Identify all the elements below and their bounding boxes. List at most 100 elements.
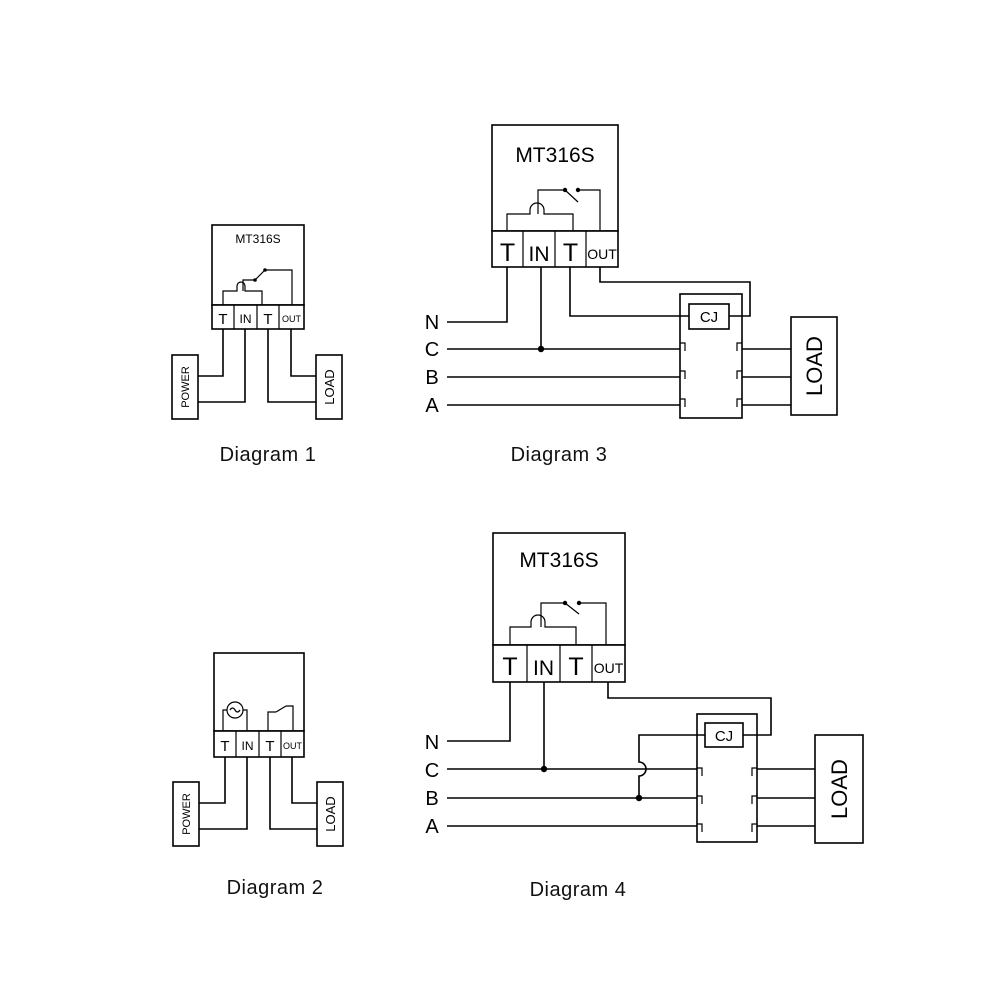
d4-internal-sensor-loop [509, 614, 577, 645]
d3-junction-dot [537, 345, 545, 353]
d4-terminal-t2: T [568, 653, 583, 681]
d2-relay-wiring [267, 705, 294, 731]
d3-relay-switch [564, 189, 579, 203]
d4-wire-load [757, 768, 815, 827]
d2-terminal-out: OUT [283, 741, 303, 751]
d1-controller-body [211, 224, 305, 306]
d2-power-box [172, 781, 200, 847]
diagram-3: MT316S T IN T OUT N C B A CJ LOAD [425, 124, 838, 466]
d4-terminal-t1: T [502, 653, 517, 681]
d3-wire-out-to-coil [599, 267, 751, 317]
d3-model-label: MT316S [515, 144, 594, 167]
d4-switch-dot [562, 600, 568, 606]
d1-switch-dot [263, 268, 267, 272]
d1-switch-dot [253, 278, 257, 282]
d1-caption: Diagram 1 [220, 444, 317, 466]
d3-load-box [790, 316, 838, 416]
d4-load-label: LOAD [827, 759, 852, 819]
d2-relay-switch [275, 705, 287, 713]
d4-line-b-label: B [425, 788, 438, 810]
d4-contacts-right [751, 767, 757, 832]
d4-line-n-label: N [425, 732, 439, 754]
d2-wire [199, 757, 226, 804]
d1-load-box [315, 354, 343, 420]
d1-internal-sensor-loop [222, 281, 263, 305]
d4-wire-n [447, 682, 511, 742]
d1-load-label: LOAD [322, 369, 337, 404]
d4-contactor-label: CJ [715, 728, 733, 745]
d4-internal-relay-wiring [540, 602, 607, 645]
d3-contactor-coil [688, 303, 730, 330]
d4-wire-b-to-coil [638, 734, 705, 798]
d3-load-label: LOAD [802, 336, 827, 396]
d3-wire-t-to-coil [569, 267, 689, 317]
d2-terminal-t1: T [220, 738, 229, 755]
d3-contactor-label: CJ [700, 309, 718, 326]
d3-line-a-label: A [425, 395, 439, 417]
d1-model-label: MT316S [235, 232, 280, 246]
d4-line-c-label: C [425, 760, 439, 782]
d2-load-box [316, 781, 344, 847]
d1-power-label: POWER [180, 366, 192, 408]
d4-line-a-label: A [425, 816, 439, 838]
d3-switch-dot [562, 187, 568, 193]
d1-internal-relay-wiring [242, 269, 293, 305]
d4-junction-dot [635, 794, 643, 802]
d3-line-b-label: B [425, 367, 438, 389]
d4-terminal-out: OUT [594, 660, 624, 676]
d1-terminal-out: OUT [282, 314, 302, 324]
d4-caption: Diagram 4 [530, 879, 627, 901]
d2-wire [199, 757, 248, 830]
d3-controller-body [491, 124, 619, 232]
d3-caption: Diagram 3 [511, 444, 608, 466]
d1-terminal-in: IN [240, 312, 252, 326]
d1-wire [198, 329, 224, 377]
diagram-2: T IN T OUT POWER LOAD Diagram 2 [172, 652, 344, 899]
d4-controller-body [492, 532, 626, 646]
d2-wire [269, 757, 317, 830]
d2-controller-body [213, 652, 305, 732]
d1-wire [267, 329, 316, 403]
d1-terminal-t2: T [263, 311, 272, 328]
d3-wire-load [742, 348, 791, 406]
d1-wire [198, 329, 246, 403]
d2-wire [291, 757, 317, 804]
d2-terminal-t2: T [265, 738, 274, 755]
d4-contacts-left [697, 767, 703, 832]
d1-terminal-strip [211, 304, 305, 330]
d3-contacts-left [680, 342, 686, 407]
d3-line-c-label: C [425, 339, 439, 361]
d2-terminal-in: IN [242, 739, 254, 753]
d3-terminal-t2: T [563, 239, 578, 267]
d3-terminal-t1: T [500, 239, 515, 267]
d4-relay-switch [564, 602, 580, 615]
d4-wire-out-to-coil [607, 682, 772, 736]
d2-power-label: POWER [181, 793, 193, 835]
d4-terminal-in: IN [533, 657, 554, 680]
d3-wire-n [447, 267, 508, 323]
d2-sensor-wiring [222, 709, 248, 731]
diagram-4: MT316S T IN T OUT N C B A CJ LOAD [425, 532, 864, 901]
d4-model-label: MT316S [519, 549, 598, 572]
d1-power-box [171, 354, 199, 420]
d3-contacts-right [736, 342, 742, 407]
d3-line-n-label: N [425, 312, 439, 334]
d2-load-label: LOAD [323, 796, 338, 831]
d4-switch-dot [576, 600, 582, 606]
d3-internal-relay-wiring [537, 189, 601, 231]
d1-terminal-t1: T [218, 311, 227, 328]
d3-internal-sensor-loop [506, 202, 574, 231]
d2-sensor-wave [229, 707, 241, 713]
d3-terminal-in: IN [529, 243, 550, 266]
d3-switch-dot [575, 187, 581, 193]
d1-relay-switch [254, 269, 266, 281]
d3-terminal-out: OUT [587, 246, 617, 262]
d4-load-box [814, 734, 864, 844]
d1-wire [290, 329, 316, 377]
d4-junction-dot [540, 765, 548, 773]
d2-caption: Diagram 2 [227, 877, 324, 899]
d4-terminal-strip [492, 644, 626, 683]
diagram-1: MT316S T IN T OUT POWER LOAD Diagram 1 [171, 224, 343, 466]
